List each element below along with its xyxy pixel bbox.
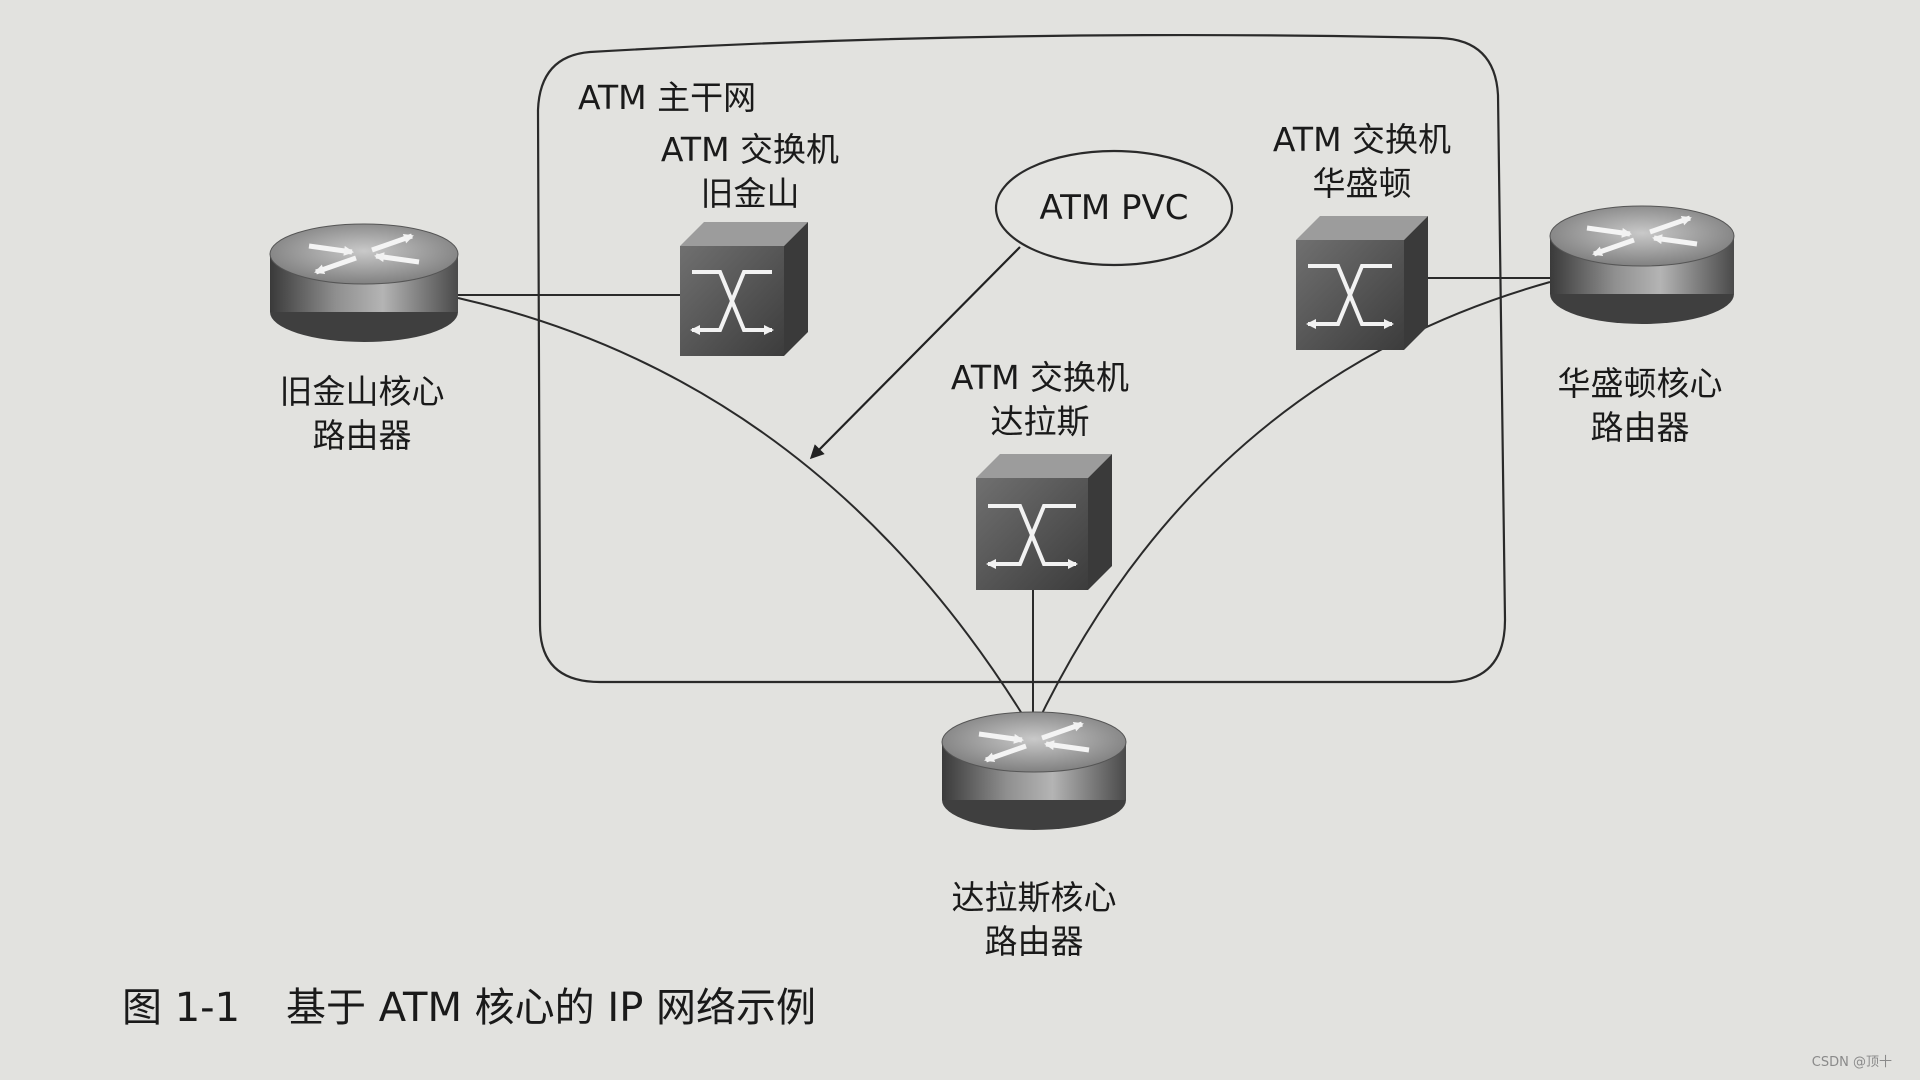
router-dallas-icon — [941, 711, 1127, 830]
router-washington-icon — [1549, 205, 1735, 324]
router-dallas-label: 达拉斯核心 路由器 — [951, 878, 1117, 961]
router-washington-label: 华盛顿核心 路由器 — [1557, 364, 1723, 447]
switch-sf-label: ATM 交换机 旧金山 — [660, 130, 840, 213]
link-washington-router-dallas-router — [1033, 281, 1551, 731]
switch-sf-icon — [680, 222, 808, 356]
atm-pvc-arrow — [809, 246, 1021, 460]
switch-dallas-icon — [976, 454, 1112, 590]
figure-caption-text: 基于 ATM 核心的 IP 网络示例 — [286, 985, 817, 1031]
router-sf-label: 旧金山核心 路由器 — [279, 372, 445, 455]
atm-backbone-label: ATM 主干网 — [578, 78, 757, 117]
figure-caption: 图 1-1 基于 ATM 核心的 IP 网络示例 — [122, 975, 816, 1033]
switch-washington-icon — [1296, 216, 1428, 350]
watermark: CSDN @顶十 — [1811, 1055, 1892, 1070]
router-sf-icon — [269, 223, 459, 342]
switch-dallas-label: ATM 交换机 达拉斯 — [950, 358, 1130, 441]
switch-washington-label: ATM 交换机 华盛顿 — [1272, 120, 1452, 203]
link-sf-router-dallas-router — [457, 297, 1033, 731]
atm-pvc-label: ATM PVC — [1039, 188, 1189, 228]
atm-backbone-boundary — [536, 33, 1507, 684]
figure-number: 图 1-1 — [122, 985, 241, 1031]
atm-pvc-ellipse — [994, 149, 1234, 267]
